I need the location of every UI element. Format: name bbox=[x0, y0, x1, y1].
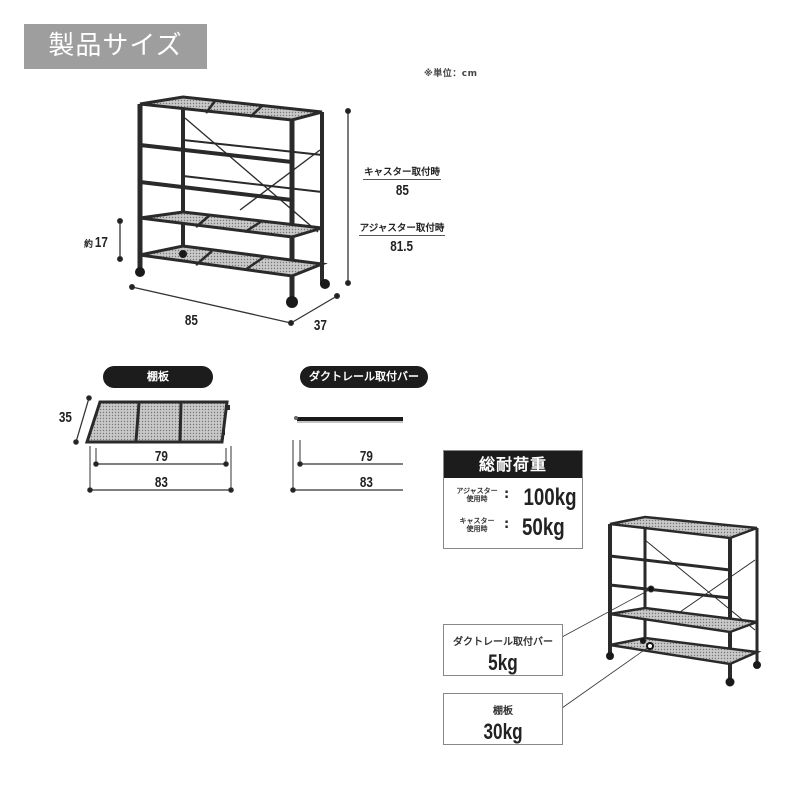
load-adjuster-value: 100kg bbox=[523, 484, 577, 511]
height-adjuster-label: アジャスター取付時 bbox=[358, 220, 446, 236]
load-caster-value: 50kg bbox=[522, 514, 565, 541]
rack-small bbox=[608, 515, 762, 680]
total-load-title: 総耐荷重 bbox=[444, 451, 582, 478]
duct-rail-load-box: ダクトレール取付バー 5kg bbox=[443, 624, 563, 676]
shelf-load-label: 棚板 bbox=[493, 706, 513, 717]
clearance-prefix: 約 bbox=[84, 240, 94, 250]
shelf-load-value: 30kg bbox=[483, 719, 523, 744]
height-dimension-line bbox=[345, 108, 351, 286]
shelf-depth-label: 35 bbox=[58, 409, 72, 426]
rail-inner-width-label: 79 bbox=[359, 448, 373, 465]
duct-rail-load-value: 5kg bbox=[488, 650, 518, 675]
caster-wheels bbox=[135, 250, 330, 308]
shelf-load-box: 棚板 30kg bbox=[443, 693, 563, 745]
shelf-board-dimension-lines bbox=[73, 395, 234, 493]
width-depth-dimension-lines bbox=[129, 284, 340, 326]
height-adjuster-value: 81.5 bbox=[390, 238, 414, 255]
duct-rail-dimension-lines bbox=[290, 440, 403, 493]
depth-label: 37 bbox=[313, 317, 327, 334]
shelf-board-pill: 棚板 bbox=[103, 366, 213, 388]
height-caster-label-group: キャスター取付時 85 bbox=[362, 160, 442, 199]
duct-rail-bar-illustration bbox=[294, 416, 403, 423]
leader-lines bbox=[561, 585, 655, 709]
rail-outer-width-label: 83 bbox=[359, 474, 373, 491]
height-caster-label: キャスター取付時 bbox=[362, 164, 441, 180]
duct-rail-load-label: ダクトレール取付バー bbox=[453, 637, 553, 648]
duct-rail-bar-pill: ダクトレール取付バー bbox=[300, 366, 428, 388]
unit-note: ※単位：cm bbox=[424, 69, 478, 79]
shelf-outer-width-label: 83 bbox=[154, 474, 168, 491]
clearance-value: 17 bbox=[94, 234, 108, 251]
total-load-box: 総耐荷重 アジャスター使用時 : 100kg キャスター使用時 : 50kg bbox=[443, 450, 583, 549]
shelf-board-illustration bbox=[84, 400, 230, 444]
rack-main bbox=[137, 95, 328, 298]
shelf-inner-width-label: 79 bbox=[154, 448, 168, 465]
height-caster-value: 85 bbox=[395, 182, 409, 199]
height-adjuster-label-group: アジャスター取付時 81.5 bbox=[358, 216, 446, 255]
clearance-dimension-line bbox=[117, 218, 123, 262]
load-row-adjuster: アジャスター使用時 : 100kg bbox=[456, 484, 577, 511]
load-row-caster: キャスター使用時 : 50kg bbox=[459, 514, 565, 541]
width-label: 85 bbox=[184, 312, 198, 329]
page-title-banner: 製品サイズ bbox=[24, 24, 207, 69]
